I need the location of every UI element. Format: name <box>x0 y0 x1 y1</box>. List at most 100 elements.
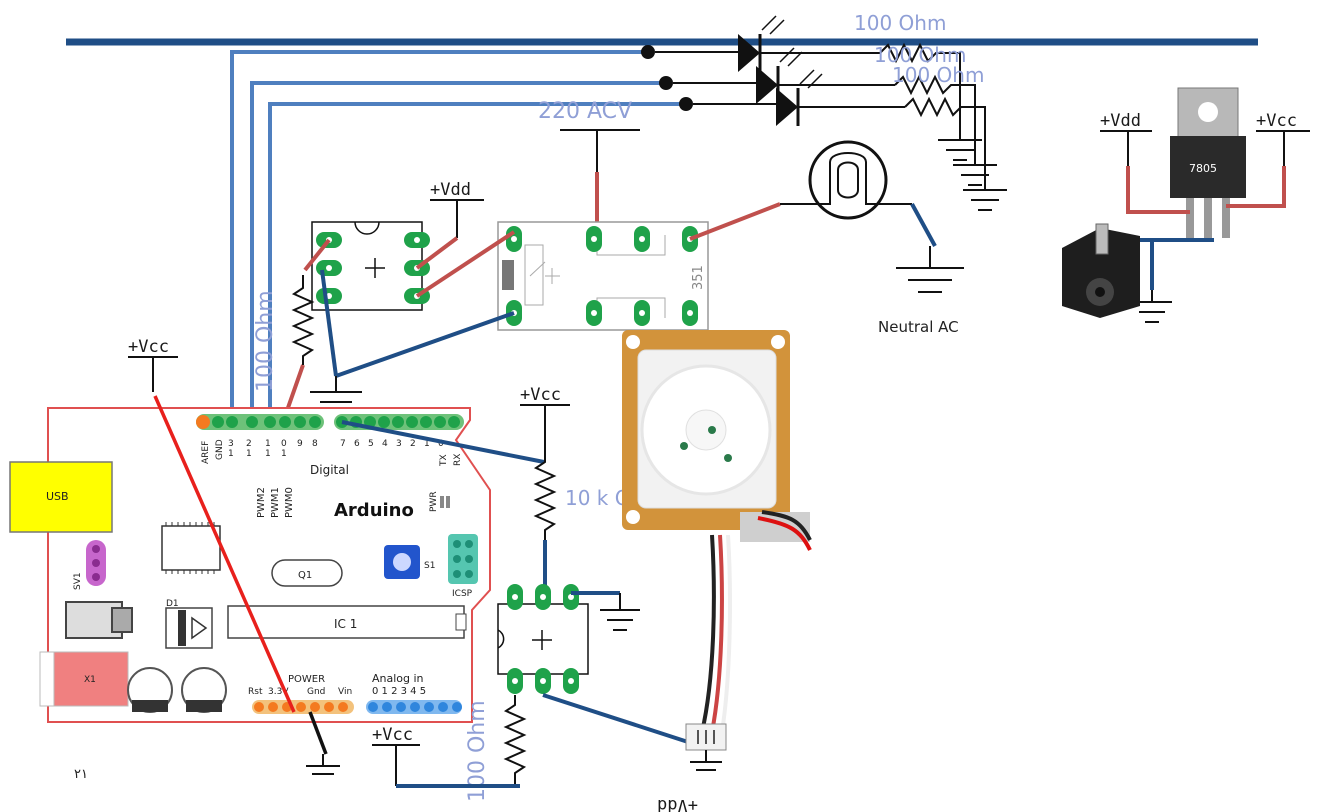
gnd-black-wire <box>308 711 328 755</box>
vcc-bottom-symbol <box>372 744 420 786</box>
wire-junctions <box>641 45 693 111</box>
usb-port <box>9 461 113 533</box>
voltage-regulator: 7805 <box>1170 87 1246 238</box>
pir-ground <box>690 750 722 771</box>
svg-text:Gnd: Gnd <box>307 687 325 697</box>
label-vdd-reg: +Vdd <box>1100 111 1141 131</box>
svg-text:PWR: PWR <box>429 491 439 512</box>
label-100-ohm-c: 100 Ohm <box>892 63 984 87</box>
svg-text:D1: D1 <box>166 599 179 609</box>
lamp <box>780 140 912 220</box>
pin7-wire <box>341 420 545 464</box>
svg-text:3: 3 <box>228 439 234 449</box>
junction-leads <box>655 51 776 105</box>
svg-text:Arduino: Arduino <box>334 500 414 521</box>
vdd-top-symbol <box>430 199 484 238</box>
svg-text:Q1: Q1 <box>298 570 312 581</box>
neutral-wire <box>910 203 937 247</box>
svg-text:1: 1 <box>228 449 234 459</box>
svg-text:Vin: Vin <box>338 687 352 697</box>
vdd-reg-symbol <box>1100 130 1152 166</box>
svg-text:ICSP: ICSP <box>452 589 473 599</box>
lower-ic <box>497 584 589 694</box>
label-220-acv: 220 ACV <box>538 99 632 124</box>
vcc-left-symbol <box>128 356 178 392</box>
svg-text:0: 0 <box>281 439 287 449</box>
regulator-red-wires <box>1126 166 1286 214</box>
svg-text:PWM1: PWM1 <box>270 487 281 518</box>
led-resistors <box>879 42 986 190</box>
svg-text:3: 3 <box>396 439 402 449</box>
svg-text:TX: TX <box>439 454 449 467</box>
led-resistor-leads <box>760 52 905 108</box>
svg-text:Analog in: Analog in <box>372 672 424 685</box>
neutral-ground <box>896 246 964 293</box>
vcc-mid-symbol <box>520 404 570 452</box>
svg-text:6: 6 <box>354 439 360 449</box>
led-wires <box>230 50 686 420</box>
lower-ic-sensor-wire <box>542 693 689 744</box>
svg-text:1: 1 <box>424 439 430 449</box>
vcc-left-red-wire <box>153 395 296 713</box>
svg-text:3.3V: 3.3V <box>268 687 289 697</box>
relay: 351 <box>497 221 709 331</box>
svg-text:0 1 2 3 4 5: 0 1 2 3 4 5 <box>372 686 426 697</box>
pir-wires <box>700 510 812 733</box>
svg-text:Digital: Digital <box>310 463 349 477</box>
page-number: ٢١ <box>74 767 88 782</box>
svg-text:2: 2 <box>410 439 416 449</box>
svg-text:1: 1 <box>265 439 271 449</box>
label-100-ohm-vertical-left: 100 Ohm <box>253 290 278 392</box>
resistor-10k <box>533 452 557 540</box>
dc-jack <box>1062 223 1140 318</box>
svg-text:2: 2 <box>246 439 252 449</box>
label-vcc-left: +Vcc <box>128 337 169 357</box>
svg-text:7805: 7805 <box>1189 162 1217 175</box>
label-neutral-ac: Neutral AC <box>878 318 959 336</box>
label-100-ohm-a: 100 Ohm <box>854 11 946 35</box>
label-vcc-bottom: +Vcc <box>372 725 413 745</box>
svg-text:8: 8 <box>312 439 318 449</box>
svg-text:0: 0 <box>438 439 444 449</box>
svg-text:PWM2: PWM2 <box>256 487 267 518</box>
svg-text:5: 5 <box>368 439 374 449</box>
svg-text:RX: RX <box>453 454 463 466</box>
resistor-bottom <box>503 695 527 786</box>
driver-ground <box>310 376 362 403</box>
svg-text:POWER: POWER <box>288 674 325 685</box>
svg-text:Rst: Rst <box>248 687 263 697</box>
svg-text:S1: S1 <box>424 561 435 571</box>
led-grounds <box>938 139 1007 211</box>
relay-lamp-wire <box>689 202 781 241</box>
svg-text:IC 1: IC 1 <box>334 617 357 631</box>
svg-text:X1: X1 <box>84 675 96 685</box>
svg-text:AREF: AREF <box>201 441 211 464</box>
label-vdd-top: +Vdd <box>430 180 471 200</box>
arduino-ground <box>306 754 340 775</box>
svg-text:1: 1 <box>246 449 252 459</box>
lower-ic-ground <box>600 593 640 631</box>
svg-text:7: 7 <box>340 439 346 449</box>
svg-text:4: 4 <box>382 439 388 449</box>
label-100-ohm-b: 100 Ohm <box>874 43 966 67</box>
vcc-reg-symbol <box>1256 130 1310 166</box>
svg-text:1: 1 <box>265 449 271 459</box>
pir-sensor <box>622 330 810 542</box>
svg-text:1: 1 <box>281 449 287 459</box>
svg-text:9: 9 <box>297 439 303 449</box>
svg-text:GND: GND <box>215 439 225 460</box>
driver-ic <box>311 221 430 311</box>
svg-text:PWM0: PWM0 <box>284 487 295 518</box>
label-vcc-mid: +Vcc <box>520 385 561 405</box>
svg-text:SV1: SV1 <box>73 572 83 590</box>
arduino-board: AREF GND 3 2 1 0 9 8 1 1 1 1 7 6 5 4 3 2… <box>39 407 491 723</box>
driver-resistor <box>291 275 315 365</box>
driver-blue-wires <box>320 269 515 378</box>
pir-connector-pins <box>697 730 715 744</box>
led-3 <box>776 69 823 126</box>
svg-text:351: 351 <box>691 265 706 290</box>
label-vdd-bottom: +Vdd <box>657 795 698 812</box>
usb-label: USB <box>46 490 69 503</box>
label-vcc-reg: +Vcc <box>1256 111 1297 131</box>
